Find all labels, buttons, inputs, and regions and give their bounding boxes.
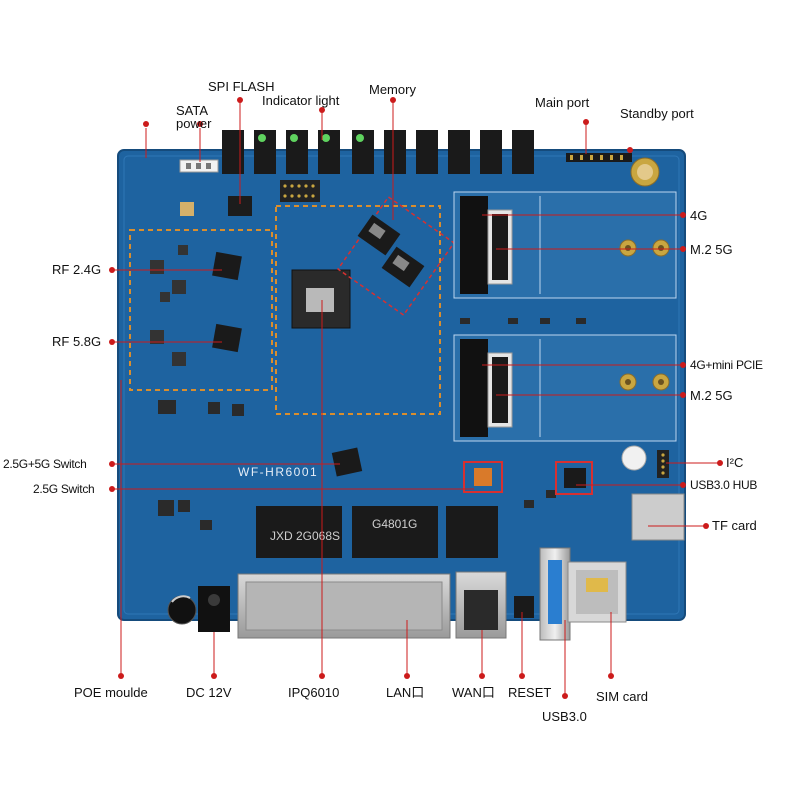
label-i2c: I²C — [726, 455, 744, 470]
port-headers — [566, 153, 632, 162]
label-spi-flash: SPI FLASH — [208, 79, 275, 94]
label-dc-12v: DC 12V — [186, 685, 232, 700]
indicator-leds — [258, 134, 364, 142]
annotation-dots — [109, 97, 723, 699]
magnetics: JXD 2G068S G4801G — [256, 506, 498, 558]
passive-components — [158, 318, 586, 530]
label-4g: 4G — [690, 208, 708, 223]
standoffs — [619, 239, 670, 391]
magnetics-marking-1: JXD 2G068S — [270, 529, 340, 543]
cpu-zone-outline — [275, 205, 441, 415]
label-ipq6010: IPQ6010 — [288, 685, 340, 700]
memory-chips — [336, 195, 456, 317]
label-rf-58g: RF 5.8G — [52, 334, 102, 349]
sim-slot — [567, 561, 627, 623]
m2-slot-top — [453, 191, 677, 299]
switch-chip-25g — [463, 461, 503, 493]
label-poe-module: POE moulde — [74, 685, 148, 700]
label-switch-25g-5g: 2.5G+5G Switch — [3, 457, 87, 471]
label-sata-power: SATA power — [176, 103, 212, 131]
label-tf-card: TF card — [712, 518, 757, 533]
wan-rj45 — [455, 571, 507, 639]
label-standby-port: Standby port — [620, 106, 694, 121]
annotation-lines — [112, 100, 720, 696]
switch-chip-25g-5g — [331, 447, 363, 477]
jtag-header — [280, 180, 320, 202]
usb-hub-chip — [555, 461, 593, 495]
label-switch-25g: 2.5G Switch — [33, 482, 95, 496]
label-sticker — [621, 445, 647, 471]
label-m2-5g-bottom: M.2 5G — [690, 388, 733, 403]
rf-zone-outline — [129, 229, 273, 391]
magnetics-marking-2: G4801G — [372, 517, 417, 531]
label-usb30: USB3.0 — [542, 709, 587, 724]
label-rf-24g: RF 2.4G — [52, 262, 102, 277]
label-usb30-hub: USB3.0 HUB — [690, 478, 758, 492]
smd-pad — [180, 202, 194, 216]
m2-slot-bottom — [453, 334, 677, 442]
label-sim-card: SIM card — [596, 689, 649, 704]
spi-flash-chip — [228, 196, 252, 216]
label-wan: WAN口 — [452, 685, 495, 700]
sata-power-connector — [179, 159, 219, 173]
dc-jack — [198, 586, 230, 632]
ipq6010-chip — [291, 269, 351, 329]
lan-rj45-block — [237, 573, 451, 639]
label-4g-mini-pcie: 4G+mini PCIE — [690, 358, 763, 372]
electrolytic-capacitor — [167, 595, 197, 625]
label-indicator-light: Indicator light — [262, 93, 340, 108]
label-lan: LAN口 — [386, 685, 425, 700]
coin-cell — [630, 157, 660, 187]
label-m2-5g-top: M.2 5G — [690, 242, 733, 257]
i2c-header — [657, 450, 669, 478]
rf-chips — [150, 245, 242, 366]
reset-button — [514, 596, 534, 618]
label-memory: Memory — [369, 82, 416, 97]
label-main-port: Main port — [535, 95, 590, 110]
label-reset: RESET — [508, 685, 552, 700]
silkscreen-model: WF-HR6001 — [238, 465, 318, 479]
tf-card-slot — [631, 493, 685, 541]
